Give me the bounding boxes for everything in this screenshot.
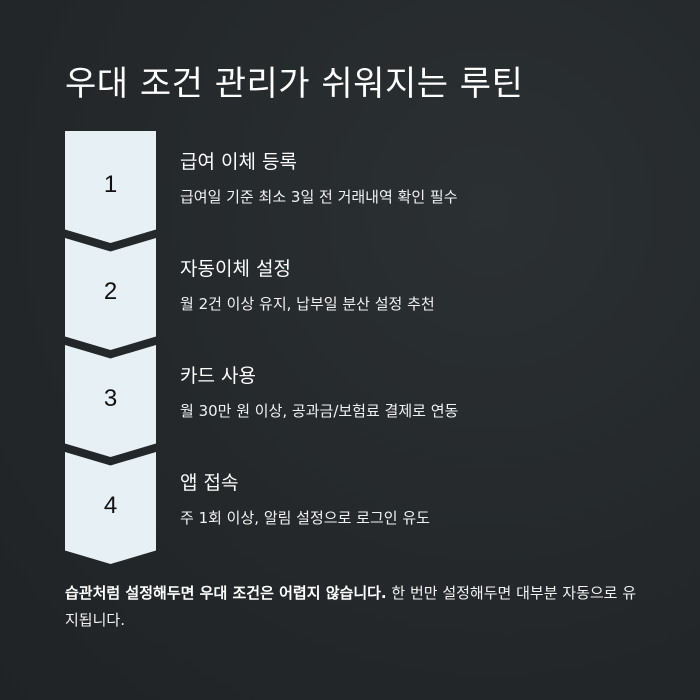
step-4-title: 앱 접속 <box>180 472 239 494</box>
step-2-chevron <box>65 238 156 350</box>
step-3-chevron <box>65 345 156 457</box>
step-1-chevron <box>65 131 156 243</box>
step-2-text: 자동이체 설정 월 2건 이상 유지, 납부일 분산 설정 추천 <box>180 258 640 313</box>
page-title: 우대 조건 관리가 쉬워지는 루틴 <box>65 64 524 104</box>
step-3-title: 카드 사용 <box>180 365 256 387</box>
step-3: 3 카드 사용 월 30만 원 이상, 공과금/보험료 결제로 연동 <box>65 345 645 457</box>
step-2-title: 자동이체 설정 <box>180 258 291 280</box>
step-1: 1 급여 이체 등록 급여일 기준 최소 3일 전 거래내역 확인 필수 <box>65 131 645 243</box>
step-3-desc: 월 30만 원 이상, 공과금/보험료 결제로 연동 <box>180 401 459 420</box>
step-4: 4 앱 접속 주 1회 이상, 알림 설정으로 로그인 유도 <box>65 452 645 564</box>
steps-list: 1 급여 이체 등록 급여일 기준 최소 3일 전 거래내역 확인 필수 2 자… <box>65 131 645 564</box>
footer-bold-text: 습관처럼 설정해두면 우대 조건은 어렵지 않습니다. <box>65 584 387 602</box>
step-4-text: 앱 접속 주 1회 이상, 알림 설정으로 로그인 유도 <box>180 472 640 527</box>
step-1-desc: 급여일 기준 최소 3일 전 거래내역 확인 필수 <box>180 187 458 206</box>
step-4-chevron <box>65 452 156 564</box>
step-3-text: 카드 사용 월 30만 원 이상, 공과금/보험료 결제로 연동 <box>180 365 640 420</box>
step-1-text: 급여 이체 등록 급여일 기준 최소 3일 전 거래내역 확인 필수 <box>180 151 640 206</box>
step-2-number: 2 <box>103 278 118 305</box>
step-1-number: 1 <box>103 171 118 198</box>
footer-note: 습관처럼 설정해두면 우대 조건은 어렵지 않습니다. 한 번만 설정해두면 대… <box>65 580 640 634</box>
footer-normal-text: 한 번만 설정해두면 대부분 자동으로 유지됩니다. <box>65 584 637 629</box>
step-1-title: 급여 이체 등록 <box>180 151 297 173</box>
step-4-desc: 주 1회 이상, 알림 설정으로 로그인 유도 <box>180 508 430 527</box>
step-3-number: 3 <box>103 385 118 412</box>
step-2-desc: 월 2건 이상 유지, 납부일 분산 설정 추천 <box>180 294 435 313</box>
step-2: 2 자동이체 설정 월 2건 이상 유지, 납부일 분산 설정 추천 <box>65 238 645 350</box>
step-4-number: 4 <box>103 492 118 519</box>
